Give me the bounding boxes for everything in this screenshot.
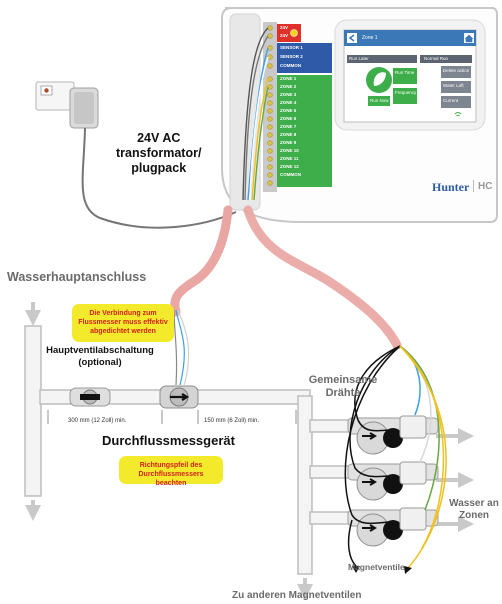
flowmeter-wires [173, 309, 190, 387]
dimension-150mm: 150 mm (6 Zoll) min. [204, 418, 260, 424]
controller-wires [242, 27, 269, 201]
zone-terminal-label: ZONE 9 [280, 140, 297, 145]
screen-side-delete: Delete action [443, 68, 470, 73]
main-valve-label: Hauptventilabschaltung (optional) [46, 345, 154, 368]
brand-divider [473, 180, 474, 192]
screen-side-water-left: Water Left [443, 83, 464, 88]
zone-terminal-label: ZONE 12 [280, 164, 299, 169]
model-label: HC [478, 181, 493, 192]
cable-to-valves [243, 205, 402, 350]
note-arrow-direction: Richtungspfeil des Durchflussmessers bea… [119, 456, 223, 487]
screen-title: Zone 1 [362, 35, 378, 41]
solenoid-valve-2 [347, 461, 439, 501]
zone-terminal-label: ZONE 10 [280, 148, 299, 153]
solenoid-valve-1 [347, 415, 439, 455]
screen-button-run-time: Run Time [395, 70, 415, 75]
screen-side-current: Current [443, 98, 459, 103]
flow-arrows [25, 302, 474, 600]
main-shutoff-valve [69, 387, 111, 407]
controller-screen [343, 29, 477, 123]
wall-outlet [35, 81, 75, 111]
main-supply-label: Wasserhauptanschluss [7, 270, 147, 284]
zone-terminal-label: ZONE 3 [280, 92, 297, 97]
flow-meter-label: Durchflussmessgerät [102, 433, 235, 448]
zone-terminal-label: ZONE 2 [280, 84, 297, 89]
terminal-sensor-2: SENSOR 2 [280, 54, 303, 59]
zone-terminal-label: ZONE 8 [280, 132, 297, 137]
transformer-label: 24V AC transformator/ plugpack [116, 131, 202, 175]
to-other-valves-label: Zu anderen Magnetventilen [232, 590, 362, 601]
screen-button-frequency: Frequency [395, 90, 417, 95]
transformer-plug [69, 87, 99, 129]
note-sealed-connection: Die Verbindung zum Flussmesser muss effe… [72, 304, 174, 342]
zone-terminal-label: ZONE 1 [280, 76, 297, 81]
dimension-lines [47, 410, 297, 424]
terminal-strip [263, 22, 332, 192]
transformer-cable [81, 127, 237, 229]
valve-wires [344, 345, 447, 569]
terminal-24v-2: 24V [280, 33, 289, 38]
screen-tab-normal-run: Normal Run [424, 56, 449, 61]
terminal-sensor-common: COMMON [280, 63, 301, 68]
wire-arrowheads [352, 566, 412, 574]
zone-terminal-label: ZONE 6 [280, 116, 297, 121]
screen-button-run-now: Run Now [370, 98, 389, 103]
common-wires-label: Gemeinsame Drähte [308, 374, 378, 399]
zone-terminal-label: ZONE 7 [280, 124, 297, 129]
zone-terminal-label: ZONE 11 [280, 156, 299, 161]
zone-terminal-label: COMMON [280, 172, 301, 177]
zone-terminal-label: ZONE 4 [280, 100, 297, 105]
water-to-zones-label: Wasser an Zonen [449, 498, 499, 521]
terminal-24v-1: 24V [280, 25, 289, 30]
dimension-300mm: 300 mm (12 Zoll) min. [68, 418, 127, 424]
solenoid-valve-3 [347, 507, 439, 547]
solenoid-valves-label: Magnetventile [348, 562, 405, 572]
zone-terminal-label: ZONE 5 [280, 108, 297, 113]
flow-meter [159, 385, 199, 409]
screen-tab-run-later: Run Later [349, 56, 369, 61]
cable-to-flowmeter [170, 205, 233, 317]
terminal-sensor-1: SENSOR 1 [280, 45, 303, 50]
brand-logo: Hunter [432, 180, 470, 194]
